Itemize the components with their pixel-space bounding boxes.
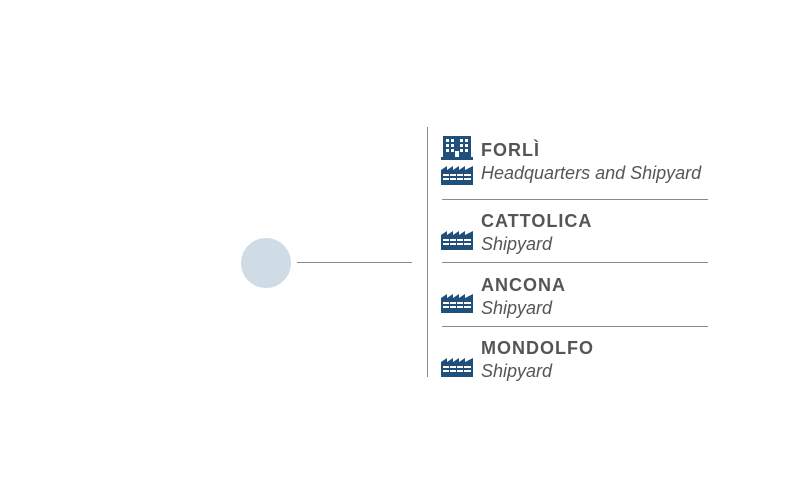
location-cattolica: CATTOLICA Shipyard	[441, 210, 709, 255]
location-name: ANCONA	[481, 275, 566, 295]
root-connector-line	[297, 262, 412, 263]
location-ancona: ANCONA Shipyard	[441, 274, 709, 319]
location-name: FORLÌ	[481, 140, 540, 160]
location-separator	[442, 199, 708, 200]
factory-icon	[441, 294, 473, 313]
office-building-icon	[441, 136, 473, 160]
root-node-circle	[241, 238, 291, 288]
location-separator	[442, 326, 708, 327]
branch-vertical-line	[427, 127, 428, 377]
location-forli: FORLÌ Headquarters and Shipyard	[441, 136, 709, 189]
location-description: Shipyard	[481, 234, 553, 254]
location-description: Headquarters and Shipyard	[481, 163, 702, 183]
factory-icon	[441, 358, 473, 377]
factory-icon	[441, 166, 473, 185]
factory-icon	[441, 231, 473, 250]
location-description: Shipyard	[481, 298, 553, 318]
location-description: Shipyard	[481, 361, 553, 381]
location-name: CATTOLICA	[481, 211, 593, 231]
location-name: MONDOLFO	[481, 338, 594, 358]
location-separator	[442, 262, 708, 263]
location-mondolfo: MONDOLFO Shipyard	[441, 337, 709, 382]
